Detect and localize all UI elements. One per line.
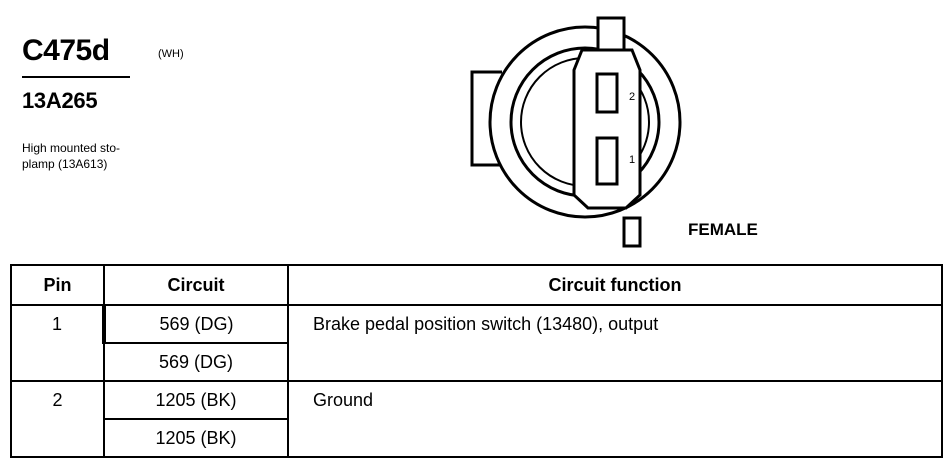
description-line-2: plamp (13A613)	[22, 157, 108, 171]
top-key	[596, 16, 626, 56]
table-row: 1 569 (DG) Brake pedal position switch (…	[10, 304, 943, 382]
pin-label-1: 1	[629, 154, 635, 166]
connector-color-code: (WH)	[158, 48, 184, 60]
part-number: 13A265	[22, 88, 98, 113]
table-header-row: Pin Circuit Circuit function	[10, 264, 943, 306]
pin-cavity-2	[595, 72, 619, 114]
connector-description: High mounted sto- plamp (13A613)	[22, 140, 192, 172]
connector-face-diagram: 2 1	[470, 16, 682, 248]
circuit-cell: 1205 (BK)	[103, 418, 289, 458]
latch-tab	[470, 70, 502, 167]
pin-number: 2	[10, 380, 105, 458]
header-circuit: Circuit	[103, 264, 289, 306]
terminal-insert	[572, 48, 642, 210]
connector-id: C475d	[22, 34, 110, 67]
connector-gender-label: FEMALE	[688, 220, 758, 239]
circuit-function: Brake pedal position switch (13480), out…	[287, 304, 943, 382]
description-line-1: High mounted sto-	[22, 141, 121, 155]
pin-number: 1	[10, 304, 105, 382]
circuit-cell: 569 (DG)	[102, 304, 289, 344]
title-underline	[22, 76, 130, 78]
header-pin: Pin	[10, 264, 105, 306]
circuit-cell: 569 (DG)	[103, 342, 289, 382]
circuit-function: Ground	[287, 380, 943, 458]
pin-cavity-1	[595, 136, 619, 186]
pinout-table: Pin Circuit Circuit function 1 569 (DG) …	[10, 264, 943, 458]
bottom-key	[622, 216, 642, 248]
table-row: 569 (DG)	[11, 342, 942, 382]
circuit-cell: 1205 (BK)	[103, 380, 289, 420]
table-row: 1205 (BK)	[11, 418, 942, 458]
pin-label-2: 2	[629, 91, 635, 103]
header-circuit-function: Circuit function	[287, 264, 943, 306]
table-row: 2 1205 (BK) Ground	[10, 380, 943, 458]
